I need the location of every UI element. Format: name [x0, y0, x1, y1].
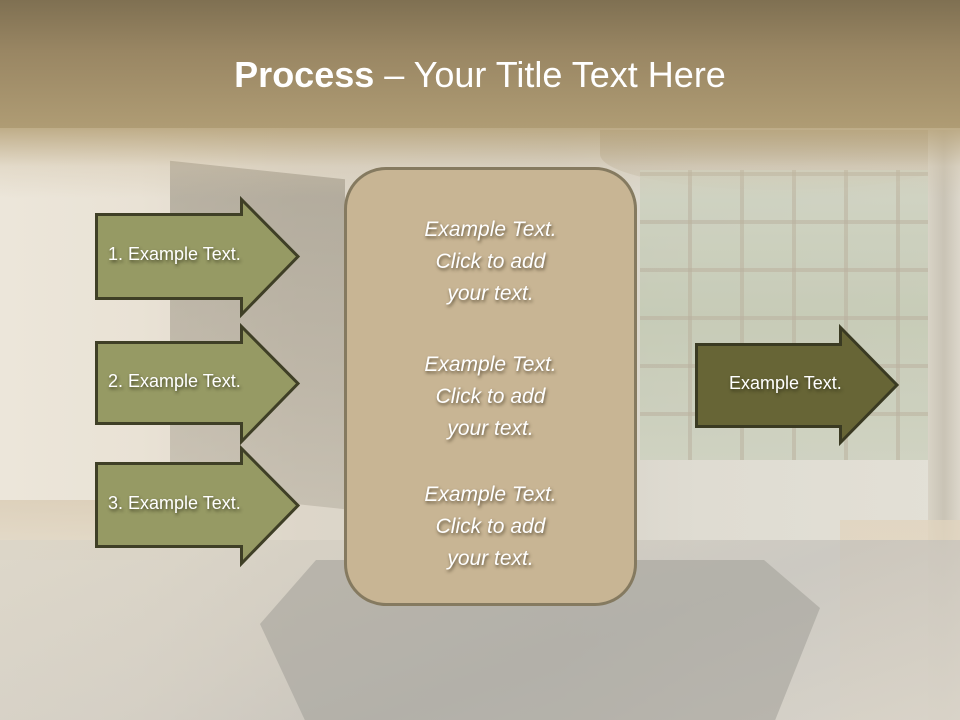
result-label: Example Text.: [729, 373, 842, 393]
center-text-block-1[interactable]: Example Text. Click to add your text.: [347, 214, 634, 310]
step-3-label: 3. Example Text.: [108, 493, 241, 513]
process-step-arrow-1[interactable]: 1. Example Text.: [95, 195, 301, 319]
title-bold-part: Process: [234, 54, 375, 95]
title-band: [0, 0, 960, 128]
arrow-right-shape-icon: [95, 322, 301, 446]
process-step-arrow-2[interactable]: 2. Example Text.: [95, 322, 301, 446]
process-step-arrow-3[interactable]: 3. Example Text.: [95, 444, 301, 568]
arrow-right-shape-icon: [95, 195, 301, 319]
result-arrow[interactable]: Example Text.: [695, 323, 900, 447]
center-block-2-line-1: Example Text.: [424, 353, 557, 376]
step-2-label: 2. Example Text.: [108, 371, 241, 391]
center-block-3-line-2: Click to add: [435, 515, 546, 538]
arrow-right-shape-icon: [695, 323, 900, 447]
center-block-1-line-1: Example Text.: [424, 218, 557, 241]
center-block-3-line-1: Example Text.: [424, 483, 557, 506]
center-text-box[interactable]: Example Text. Click to add your text. Ex…: [344, 167, 637, 606]
center-block-1-line-3: your text.: [447, 282, 534, 305]
title-rest-part: – Your Title Text Here: [374, 54, 726, 95]
slide-title[interactable]: Process – Your Title Text Here: [0, 50, 960, 100]
center-block-3-line-3: your text.: [447, 547, 534, 570]
step-1-label: 1. Example Text.: [108, 244, 241, 264]
center-text-block-3[interactable]: Example Text. Click to add your text.: [347, 479, 634, 575]
arrow-right-shape-icon: [95, 444, 301, 568]
center-block-1-line-2: Click to add: [435, 250, 546, 273]
center-block-2-line-2: Click to add: [435, 385, 546, 408]
center-block-2-line-3: your text.: [447, 417, 534, 440]
center-text-block-2[interactable]: Example Text. Click to add your text.: [347, 349, 634, 445]
